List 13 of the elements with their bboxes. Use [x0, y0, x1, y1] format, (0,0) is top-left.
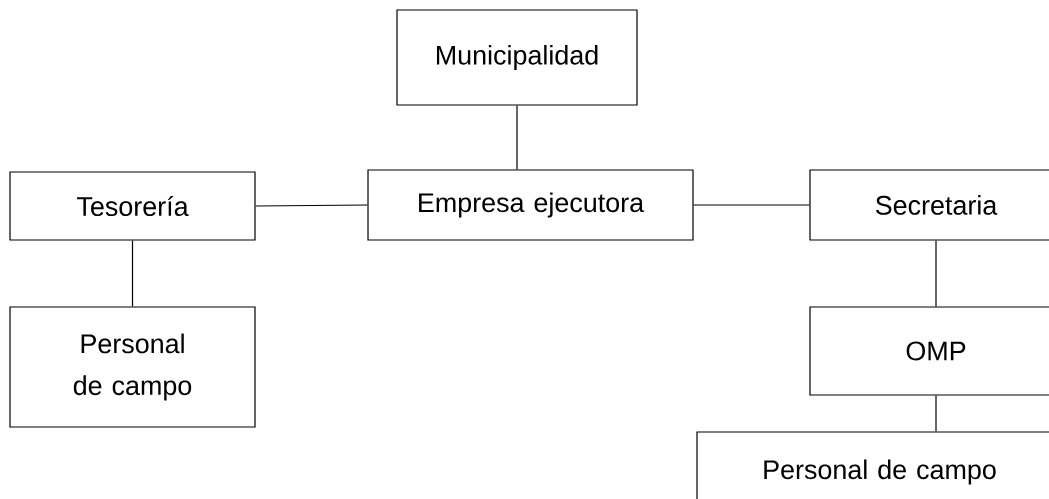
org-box: Empresa ejecutora — [367, 169, 694, 241]
connector-line — [935, 395, 937, 432]
org-box: Tesorería — [9, 171, 256, 241]
org-box: Municipalidad — [396, 9, 638, 106]
connector-line — [516, 105, 518, 170]
connector-line — [693, 204, 810, 206]
connector-line — [131, 240, 134, 307]
connector-line — [255, 204, 368, 207]
org-box: OMP — [809, 306, 1049, 396]
org-box: Personal de campo — [9, 306, 256, 428]
org-box: Personal de campo — [696, 431, 1049, 499]
org-box: Secretaria — [809, 169, 1049, 241]
connector-line — [935, 240, 937, 307]
